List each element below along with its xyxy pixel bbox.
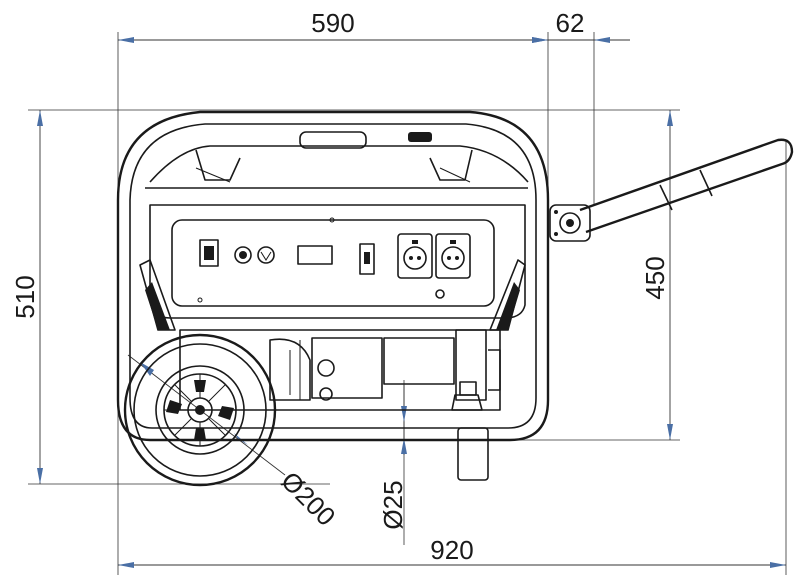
handle-icon [549, 138, 794, 242]
display-window [297, 245, 333, 265]
outlet-socket-icon [435, 233, 471, 279]
control-panel [197, 217, 471, 303]
dim-frame-width: 590 [311, 8, 354, 38]
dim-axle-diameter: Ø25 [378, 480, 408, 529]
breaker-icon [359, 243, 375, 275]
wheel-icon [123, 333, 277, 487]
dim-overall-height: 510 [10, 275, 40, 318]
dim-overall-width: 920 [430, 535, 473, 565]
dim-handle-offset: 62 [556, 8, 585, 38]
indicator-light-icon [234, 246, 252, 264]
switch-icon [199, 239, 219, 267]
outlet-socket-icon [397, 233, 433, 279]
support-leg [457, 427, 489, 481]
engine-block [179, 329, 501, 411]
dim-frame-height: 450 [640, 256, 670, 299]
voltmeter-icon [257, 246, 275, 264]
generator-frame [116, 110, 550, 442]
dim-wheel-diameter: Ø200 [275, 466, 341, 532]
